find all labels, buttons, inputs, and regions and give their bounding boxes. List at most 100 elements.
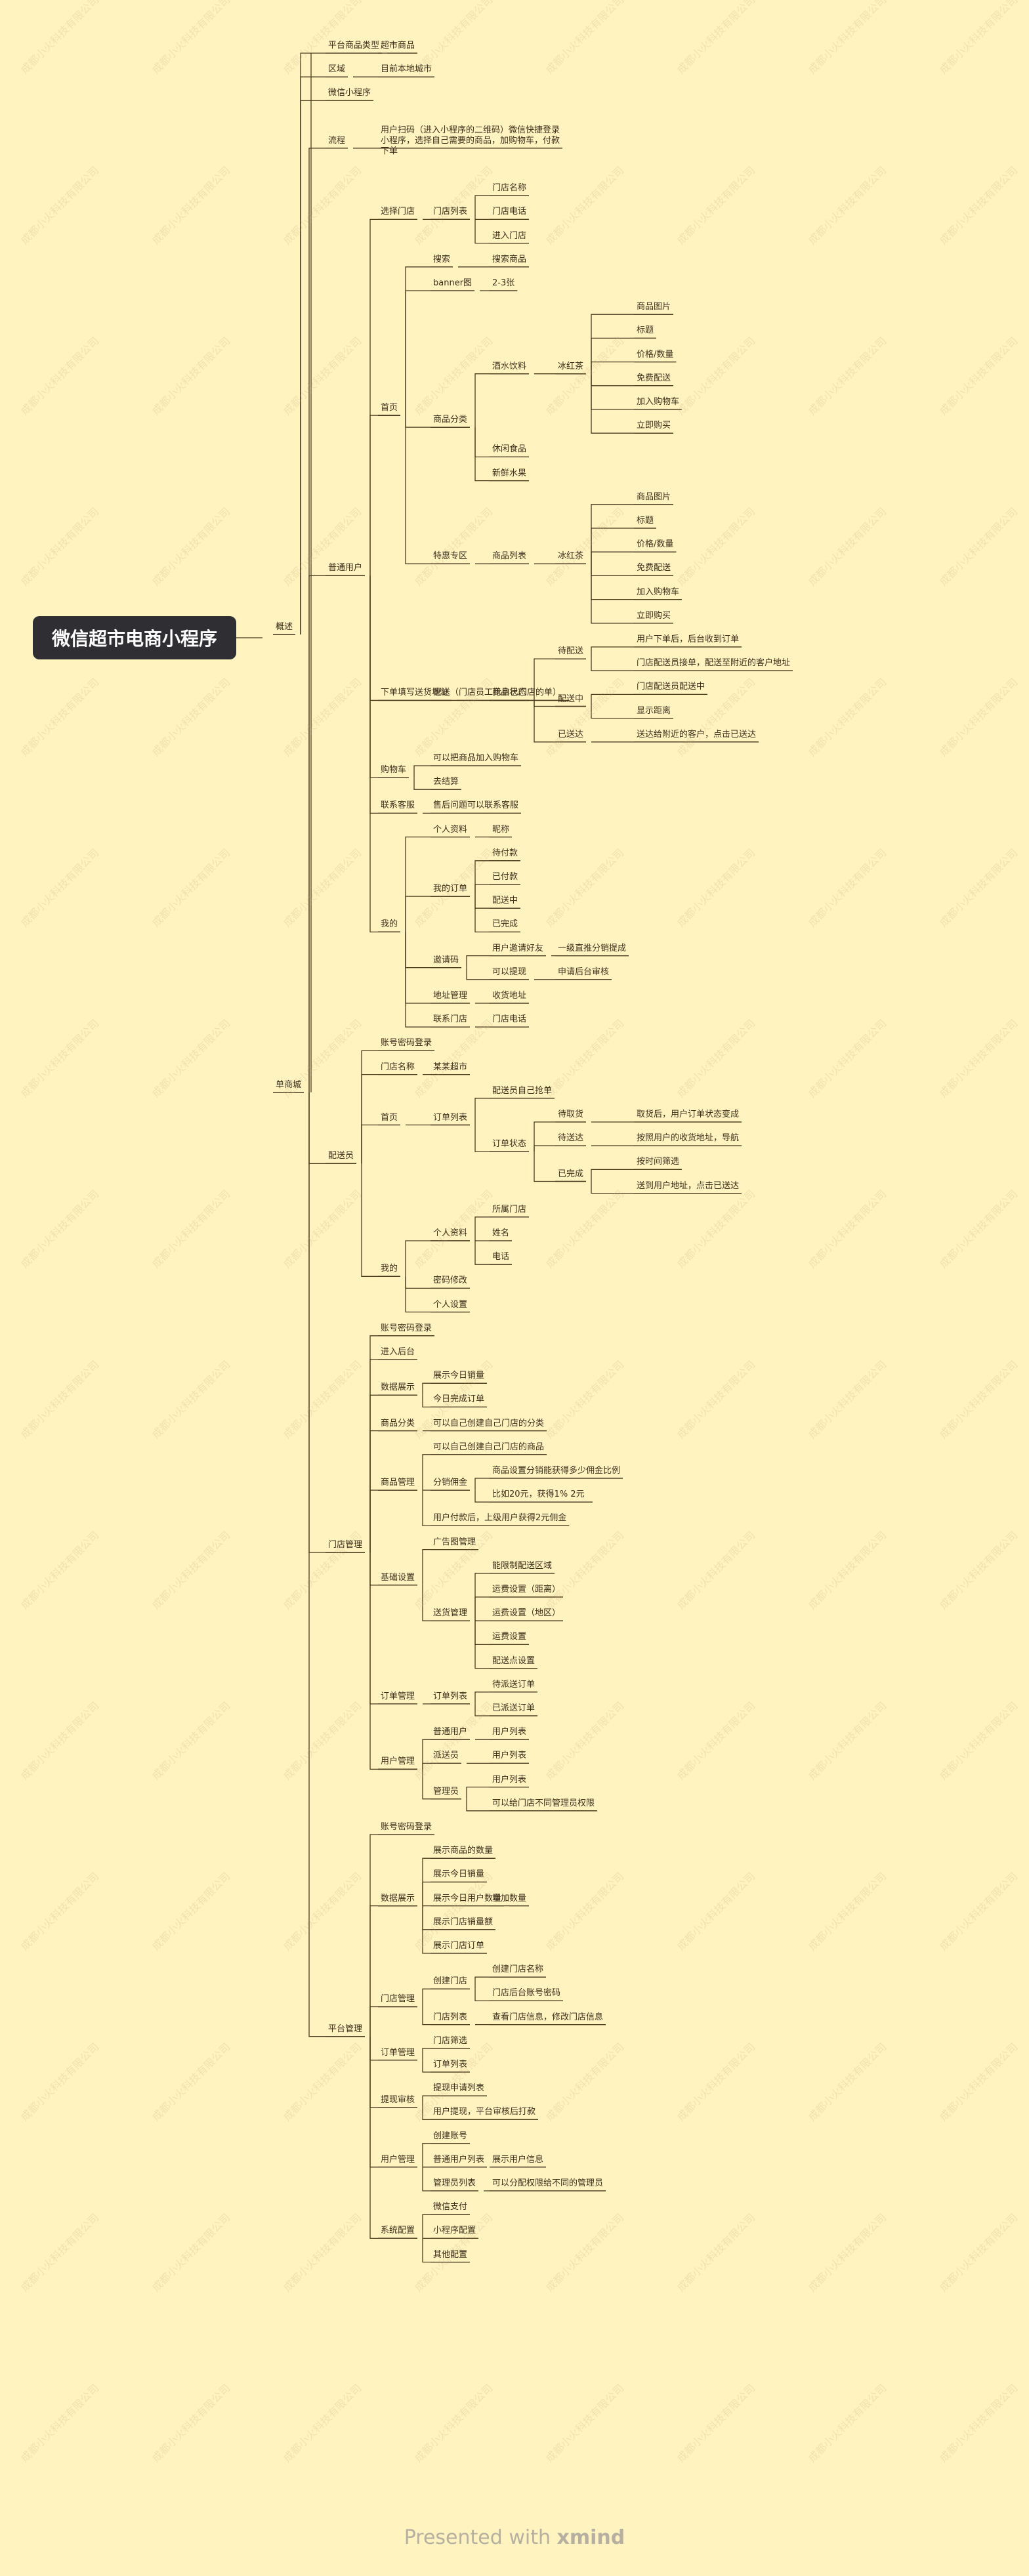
topic-node[interactable]: 姓名 [492,1228,510,1238]
topic-node[interactable]: 待送达 [558,1133,584,1144]
topic-node[interactable]: 可以给门店不同管理员权限 [492,1798,595,1808]
topic-node[interactable]: 按时间筛选 [637,1157,680,1167]
topic-node[interactable]: 配送员自己抢单 [492,1085,553,1096]
topic-node[interactable]: 立即购买 [637,610,671,621]
topic-node[interactable]: 展示商品的数量 [433,1846,494,1856]
topic-node[interactable]: 已送达 [558,729,584,739]
topic-node[interactable]: 系统配置 [381,2226,415,2236]
topic-node[interactable]: 商品状态 [492,688,527,698]
topic-node[interactable]: 售后问题可以联系客服 [433,800,519,811]
topic-node[interactable]: 今日完成订单 [433,1394,485,1405]
topic-node[interactable]: 门店筛选 [433,2035,468,2046]
topic-node[interactable]: 门店后台账号密码 [492,1988,561,1999]
topic-node[interactable]: 特惠专区 [433,551,468,562]
topic-node[interactable]: 门店管理 [381,1994,415,2005]
topic-node[interactable]: 立即购买 [637,421,671,431]
topic-node[interactable]: 基础设置 [381,1572,415,1583]
topic-node[interactable]: 区域 [328,64,346,75]
topic-node[interactable]: 已付款 [492,872,518,882]
topic-node[interactable]: 超市商品 [381,41,415,51]
topic-node[interactable]: 创建账号 [433,2130,468,2141]
topic-node[interactable]: 密码修改 [433,1276,468,1286]
topic-node[interactable]: 展示今日销量 [433,1371,485,1381]
topic-node[interactable]: 已完成 [558,1169,584,1179]
topic-node[interactable]: 门店配送员接单，配送至附近的客户地址 [637,658,791,669]
topic-node[interactable]: 微信小程序 [328,88,371,98]
topic-node[interactable]: 商品图片 [637,491,671,502]
topic-node[interactable]: 搜索商品 [492,254,527,264]
topic-node[interactable]: 运费设置（地区） [492,1608,561,1619]
topic-node[interactable]: 送货管理 [433,1608,468,1619]
topic-node[interactable]: 选择门店 [381,207,415,217]
topic-node[interactable]: 冰红茶 [558,361,584,371]
topic-node[interactable]: 我的 [381,1264,398,1274]
topic-node[interactable]: 商品设置分销能获得多少佣金比例 [492,1466,621,1476]
topic-node[interactable]: 去结算 [433,777,459,787]
topic-node[interactable]: 订单列表 [433,1112,468,1123]
topic-node[interactable]: 搜索 [433,254,451,264]
topic-node[interactable]: 用户列表 [492,1774,527,1785]
topic-node[interactable]: 普通用户列表 [433,2154,485,2165]
topic-node[interactable]: 加入购物车 [637,587,680,597]
topic-node[interactable]: 用户付款后，上级用户获得2元佣金 [433,1513,567,1524]
topic-node[interactable]: 展示门店销量额 [433,1917,494,1927]
topic-node[interactable]: 休闲食品 [492,444,527,455]
topic-node[interactable]: 创建门店名称 [492,1964,544,1975]
topic-node[interactable]: 门店管理 [328,1540,363,1550]
root-topic[interactable]: 微信超市电商小程序 [33,616,236,659]
topic-node[interactable]: 订单管理 [381,2047,415,2058]
topic-node[interactable]: 增加数量 [492,1893,527,1903]
topic-node[interactable]: 可以自己创建自己门店的商品 [433,1442,545,1452]
topic-node[interactable]: 免费配送 [637,373,671,383]
topic-node[interactable]: 价格/数量 [637,349,674,360]
topic-node[interactable]: 管理员 [433,1786,459,1797]
topic-node[interactable]: 分销佣金 [433,1478,468,1488]
topic-node[interactable]: 可以把商品加入购物车 [433,753,519,763]
topic-node[interactable]: 用户邀请好友 [492,943,544,953]
topic-node[interactable]: 所属门店 [492,1204,527,1215]
topic-node[interactable]: 首页 [381,403,398,413]
topic-node[interactable]: 申请后台审核 [558,966,610,977]
topic-node[interactable]: 展示今日销量 [433,1869,485,1880]
topic-node[interactable]: 门店电话 [492,1014,527,1025]
topic-node[interactable]: 新鲜水果 [492,468,527,478]
topic-node[interactable]: 比如20元，获得1% 2元 [492,1489,585,1500]
topic-node[interactable]: 提现审核 [381,2095,415,2106]
topic-node[interactable]: 免费配送 [637,563,671,573]
topic-node[interactable]: 待取货 [558,1110,584,1119]
topic-node[interactable]: 显示距离 [637,705,671,716]
topic-node[interactable]: 其他配置 [433,2249,468,2260]
topic-node[interactable]: 收货地址 [492,991,527,1001]
topic-node[interactable]: 用户提现，平台审核后打款 [433,2107,536,2117]
topic-node[interactable]: 订单列表 [433,2060,468,2069]
topic-node[interactable]: 可以分配权限给不同的管理员 [492,2178,604,2188]
topic-node[interactable]: 小程序配置 [433,2226,476,2236]
topic-node[interactable]: 平台管理 [328,2024,363,2034]
topic-node[interactable]: 待配送 [558,646,584,657]
topic-node[interactable]: 某某超市 [433,1062,468,1072]
topic-node[interactable]: 一级直推分销提成 [558,943,627,953]
topic-node[interactable]: 能限制配送区域 [492,1560,553,1571]
topic-node[interactable]: 进入后台 [381,1347,415,1357]
topic-node[interactable]: 运费设置 [492,1632,527,1642]
topic-node[interactable]: 我的 [381,919,398,930]
topic-node[interactable]: 2-3张 [492,278,515,288]
topic-node[interactable]: 配送点设置 [492,1655,536,1666]
topic-node[interactable]: 展示用户信息 [492,2154,544,2165]
topic-node[interactable]: 商品列表 [492,551,527,562]
topic-node[interactable]: 联系门店 [433,1014,468,1025]
topic-node[interactable]: 进入门店 [492,230,527,241]
topic-node[interactable]: 待付款 [492,848,518,858]
topic-node[interactable]: 电话 [492,1252,510,1262]
topic-node[interactable]: 联系客服 [381,800,415,811]
topic-node[interactable]: 用户扫码（进入小程序的二维码）微信快捷登录 小程序，选择自己需要的商品，加购物车… [381,125,560,156]
topic-node[interactable]: 广告图管理 [433,1537,476,1547]
topic-node[interactable]: 酒水饮料 [492,361,527,371]
topic-node[interactable]: 平台商品类型 [328,41,380,51]
topic-node[interactable]: 取货后，用户订单状态变成 [637,1110,740,1119]
topic-node[interactable]: 已派送订单 [492,1703,536,1713]
topic-node[interactable]: 购物车 [381,765,407,776]
topic-node[interactable]: 订单列表 [433,1691,468,1701]
topic-node[interactable]: 个人资料 [433,824,468,835]
topic-node[interactable]: 门店电话 [492,207,527,217]
